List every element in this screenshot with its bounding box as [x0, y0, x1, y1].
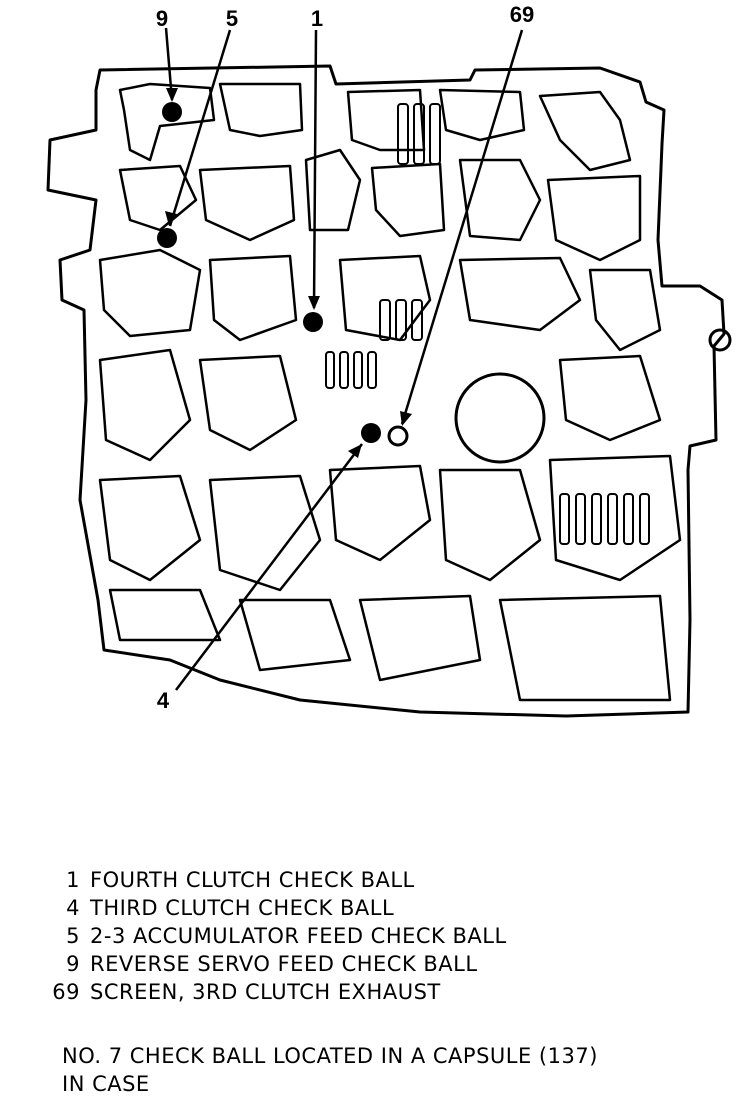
callout-69: 69 [510, 2, 534, 27]
central-bore [454, 372, 546, 464]
arrowhead-5 [165, 211, 177, 226]
arrowhead-69 [400, 411, 412, 426]
valve-body-diagram: 9 5 1 69 4 [46, 2, 732, 718]
legend-number: 1 [66, 868, 80, 892]
legend-row: 69 SCREEN, 3RD CLUTCH EXHAUST [48, 978, 708, 1006]
leader-line-4 [175, 443, 363, 691]
leader-line-69 [400, 29, 524, 425]
arrowhead-9 [166, 88, 178, 102]
legend-text: THIRD CLUTCH CHECK BALL [90, 896, 395, 920]
valve-body-outline [46, 64, 726, 718]
check-ball-5 [157, 228, 177, 248]
check-ball-1 [303, 312, 323, 332]
legend-row: 9 REVERSE SERVO FEED CHECK BALL [48, 950, 708, 978]
legend: 1 FOURTH CLUTCH CHECK BALL 4 THIRD CLUTC… [48, 866, 708, 1006]
footnote-line-2: IN CASE [62, 1072, 150, 1096]
leader-line-5 [168, 29, 232, 227]
arrowhead-4 [348, 444, 362, 458]
callout-1: 1 [311, 6, 323, 31]
legend-number: 4 [66, 896, 80, 920]
legend-number: 69 [52, 980, 80, 1004]
leader-line-1 [312, 29, 318, 309]
screen-69 [387, 425, 409, 447]
legend-text: SCREEN, 3RD CLUTCH EXHAUST [90, 980, 441, 1004]
check-ball-9 [162, 102, 182, 122]
legend-row: 1 FOURTH CLUTCH CHECK BALL [48, 866, 708, 894]
footnote: NO. 7 CHECK BALL LOCATED IN A CAPSULE (1… [62, 1042, 722, 1098]
legend-text: 2-3 ACCUMULATOR FEED CHECK BALL [90, 924, 507, 948]
check-ball-4 [361, 423, 381, 443]
legend-row: 5 2-3 ACCUMULATOR FEED CHECK BALL [48, 922, 708, 950]
callout-5: 5 [226, 6, 238, 31]
legend-row: 4 THIRD CLUTCH CHECK BALL [48, 894, 708, 922]
legend-number: 5 [66, 924, 80, 948]
callout-9: 9 [156, 6, 168, 31]
arrowhead-1 [308, 296, 320, 310]
legend-text: FOURTH CLUTCH CHECK BALL [90, 868, 415, 892]
legend-text: REVERSE SERVO FEED CHECK BALL [90, 952, 478, 976]
callout-4: 4 [157, 688, 170, 713]
legend-number: 9 [66, 952, 80, 976]
footnote-line-1: NO. 7 CHECK BALL LOCATED IN A CAPSULE (1… [62, 1044, 598, 1068]
